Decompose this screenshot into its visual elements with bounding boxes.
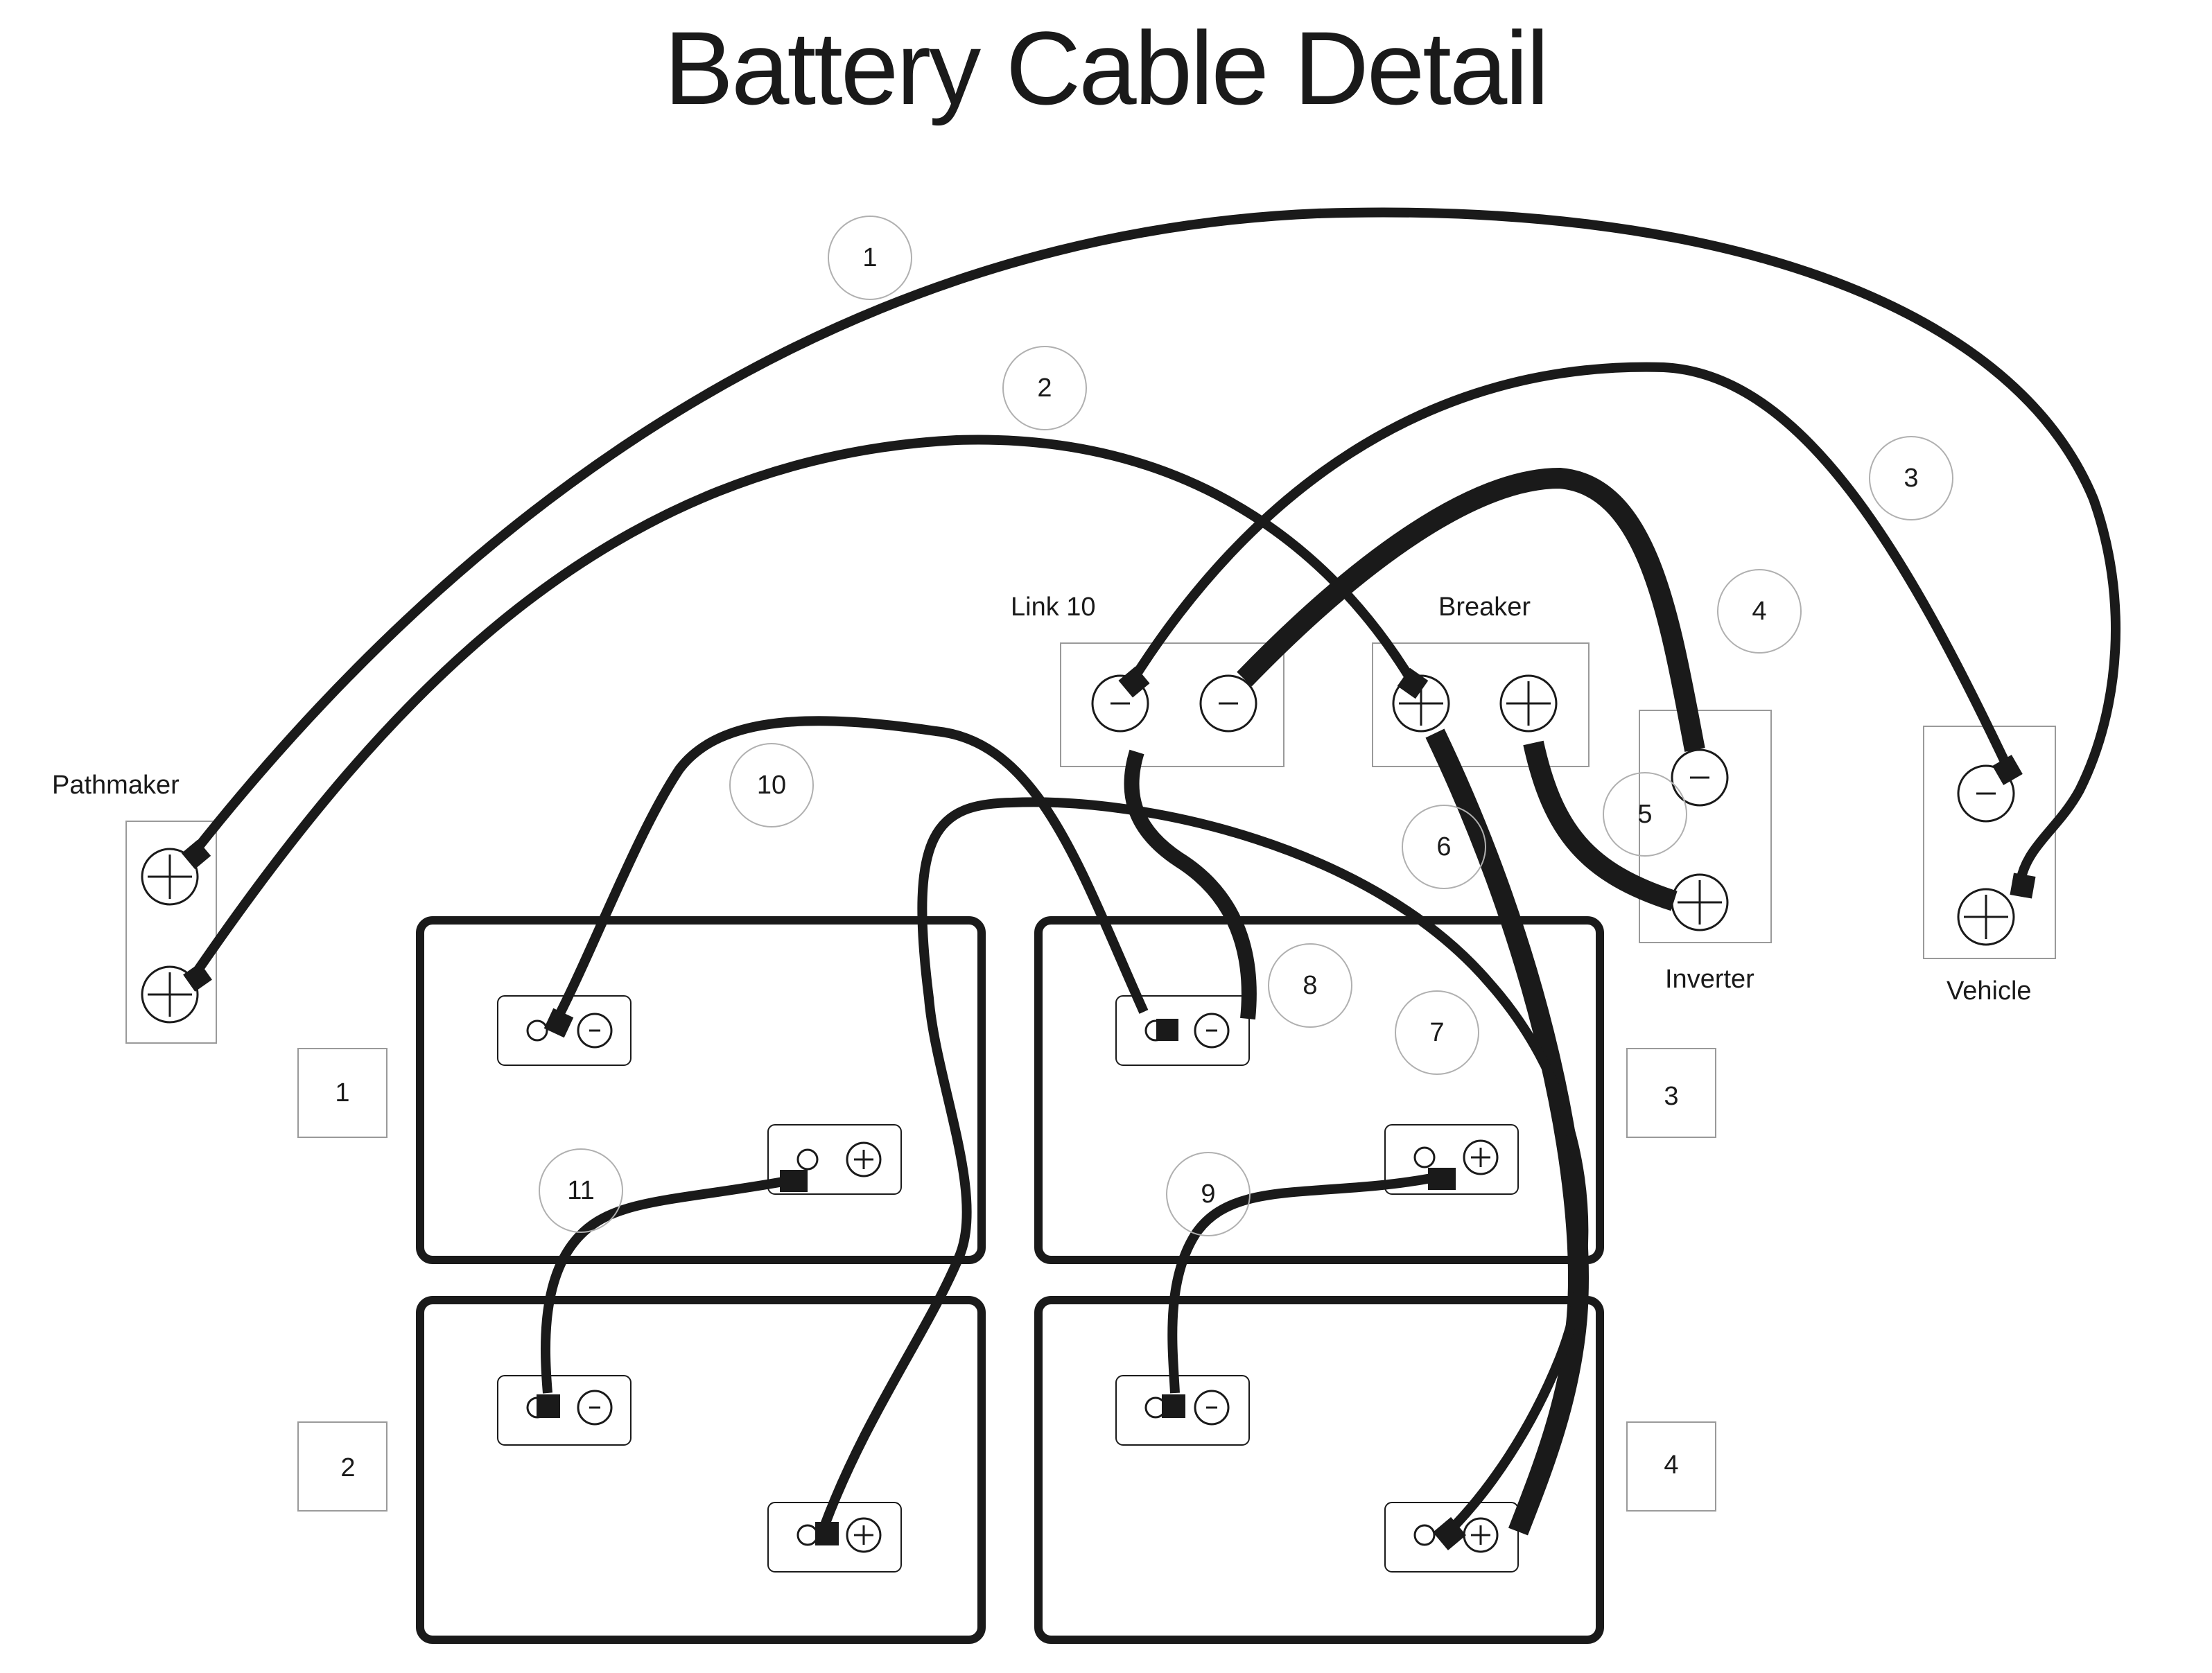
pathmaker-positive-terminal-bottom [141, 965, 199, 1024]
cable-lugs [181, 666, 2036, 1550]
cable-11 [540, 1177, 785, 1394]
cable-number-11: 11 [539, 1148, 623, 1233]
svg-text:1: 1 [335, 1078, 349, 1107]
cable-number-7: 7 [1395, 990, 1479, 1075]
vehicle-negative-terminal [1957, 764, 2015, 823]
cable-6 [1425, 728, 1589, 1536]
cable-number-8: 8 [1268, 943, 1352, 1028]
cable-2 [191, 435, 1415, 976]
battery-number-box-1: 1 [297, 1048, 387, 1138]
svg-text:4: 4 [1752, 597, 1766, 626]
link10-negative-terminal-1 [1091, 674, 1149, 733]
battery-number-box-2: 2 [297, 1421, 387, 1512]
inverter-positive-terminal [1671, 873, 1729, 931]
cable-10 [553, 716, 1149, 1020]
svg-text:2: 2 [1037, 374, 1052, 403]
cable-number-3: 3 [1869, 436, 1953, 520]
cable-1 [190, 207, 2120, 882]
battery-3-negative-plate [1115, 995, 1250, 1066]
battery-2-negative-plate [497, 1375, 632, 1446]
vehicle-positive-terminal [1957, 888, 2015, 946]
battery-number-box-3: 3 [1626, 1048, 1716, 1138]
cable-3 [1129, 362, 2012, 769]
cable-number-9: 9 [1166, 1152, 1251, 1236]
battery-4 [1034, 1296, 1604, 1644]
cable-number-4: 4 [1717, 569, 1802, 654]
cable-8 [1124, 749, 1257, 1020]
cable-7 [820, 797, 1589, 1535]
inverter-negative-terminal [1671, 748, 1729, 807]
page-title: Battery Cable Detail [664, 10, 1547, 126]
svg-text:7: 7 [1429, 1018, 1444, 1047]
cable-number-1: 1 [828, 216, 912, 300]
breaker-label: Breaker [1438, 593, 1531, 622]
vehicle-unit: Vehicle [1923, 726, 2056, 1006]
svg-text:8: 8 [1303, 971, 1317, 1000]
cable-4 [1237, 467, 1705, 752]
cable-5 [1523, 740, 1678, 911]
svg-text:11: 11 [567, 1176, 594, 1205]
svg-text:5: 5 [1637, 800, 1652, 829]
svg-text:1: 1 [862, 243, 877, 272]
svg-text:3: 3 [1664, 1082, 1678, 1111]
link10-unit: Link 10 [1011, 593, 1284, 767]
svg-text:9: 9 [1201, 1180, 1215, 1209]
battery-2 [416, 1296, 986, 1644]
battery-1 [416, 916, 986, 1264]
link10-label: Link 10 [1011, 593, 1096, 622]
inverter-unit: Inverter [1639, 710, 1772, 994]
svg-text:2: 2 [340, 1453, 355, 1482]
cable-number-10: 10 [729, 743, 814, 827]
battery-number-box-4: 4 [1626, 1421, 1716, 1512]
svg-text:3: 3 [1904, 464, 1918, 493]
cable-number-2: 2 [1002, 346, 1087, 430]
pathmaker-unit: Pathmaker [52, 771, 217, 1044]
vehicle-label: Vehicle [1947, 976, 2032, 1006]
breaker-positive-terminal-2 [1499, 674, 1558, 733]
svg-text:6: 6 [1436, 832, 1451, 861]
pathmaker-positive-terminal-top [141, 848, 199, 906]
inverter-label: Inverter [1665, 965, 1754, 994]
cable-9 [1167, 1173, 1433, 1394]
cable-number-5: 5 [1603, 772, 1687, 857]
link10-negative-terminal-2 [1199, 674, 1257, 733]
battery-3 [1034, 916, 1604, 1264]
cable-number-6: 6 [1402, 805, 1486, 889]
breaker-unit: Breaker [1372, 593, 1590, 767]
svg-text:10: 10 [757, 771, 786, 800]
pathmaker-label: Pathmaker [52, 771, 180, 800]
svg-text:4: 4 [1664, 1451, 1678, 1480]
